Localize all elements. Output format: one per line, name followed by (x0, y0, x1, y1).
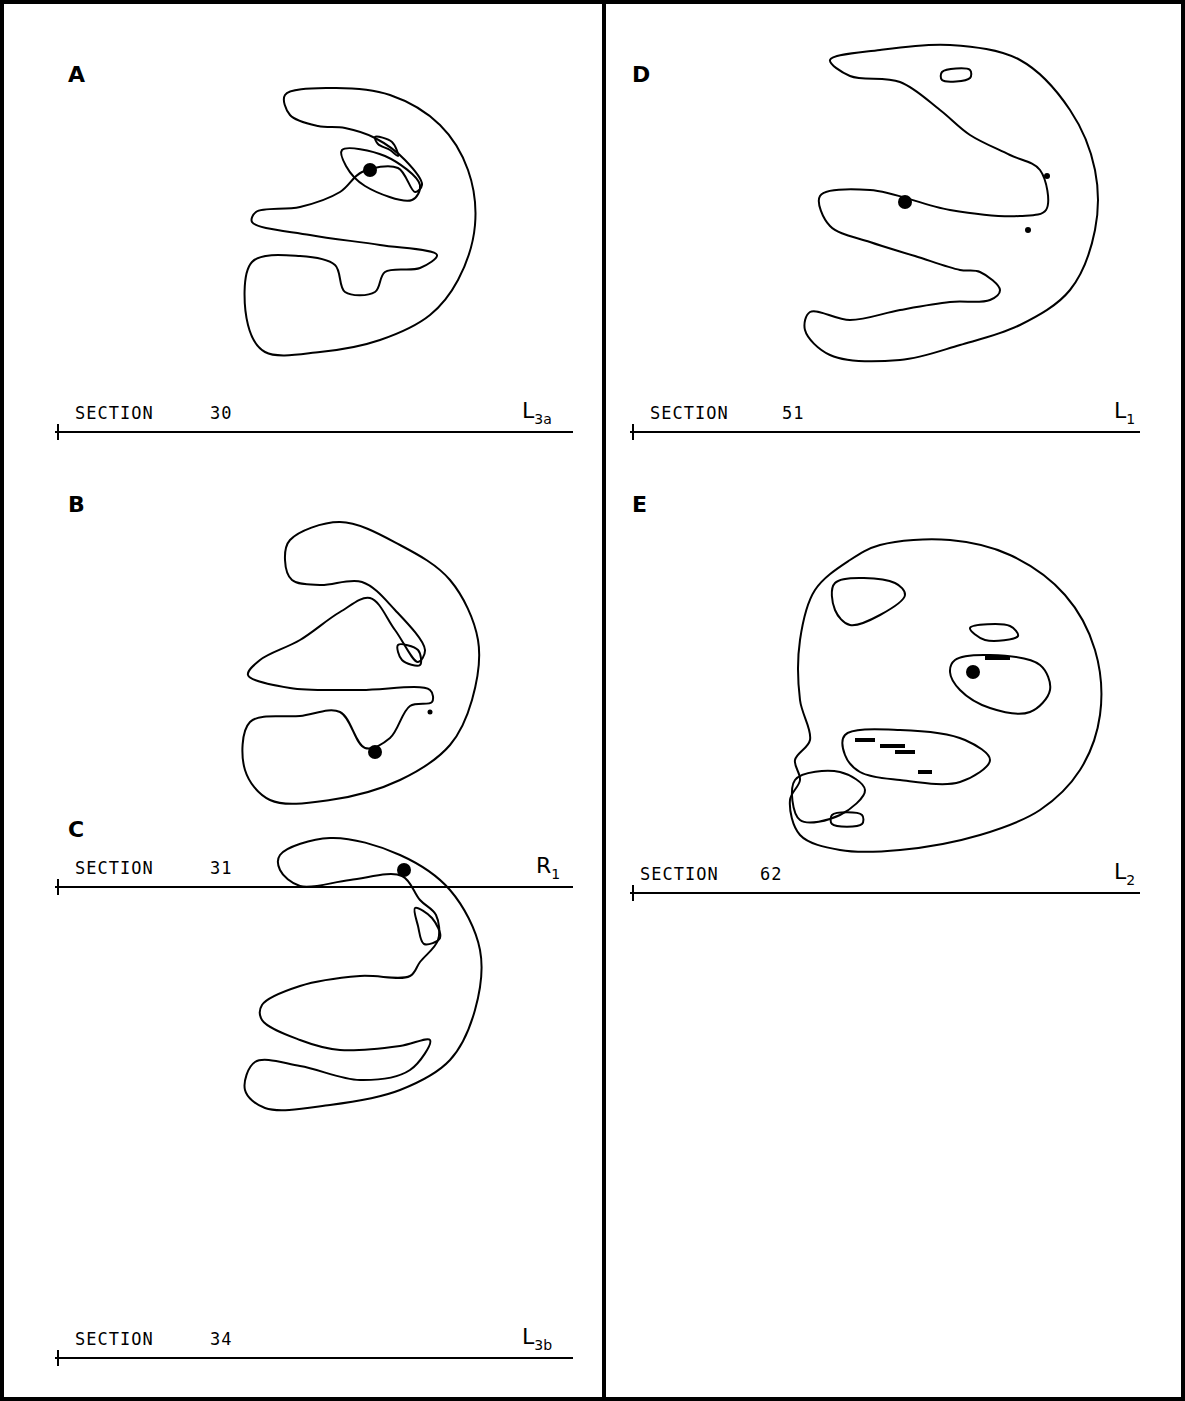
lesion-mark (985, 656, 1010, 660)
scale-line (630, 892, 1140, 894)
panel-letter-box: C (66, 817, 86, 842)
section-outline (341, 148, 420, 201)
section-outline (245, 838, 482, 1110)
panel-letter: A (66, 62, 87, 87)
section-outline (790, 539, 1101, 852)
section-number-box: 62 (758, 864, 784, 884)
site-label-box: L2 (1112, 859, 1137, 884)
section-word: SECTION (638, 864, 721, 884)
site-label: L3a (520, 398, 554, 423)
section-outline (843, 729, 990, 784)
divider (602, 2, 606, 1399)
site-label-box: L1 (1112, 398, 1137, 423)
section-word-box: SECTION (73, 1329, 156, 1349)
site-label-box: L3a (520, 398, 554, 423)
panel-letter: B (66, 492, 87, 517)
section-outline (941, 68, 972, 81)
scale-tick (632, 885, 634, 901)
section-outline (397, 644, 421, 665)
scale-tick (57, 879, 59, 895)
section-word: SECTION (73, 1329, 156, 1349)
section-outline (950, 655, 1050, 714)
site-label: L3b (520, 1324, 554, 1349)
scale-line (630, 431, 1140, 433)
section-number-box: 30 (208, 403, 234, 423)
panel-letter-box: B (66, 492, 87, 517)
electrode-site (428, 710, 433, 715)
panel-letter-box: D (630, 62, 652, 87)
scale-tick (57, 1350, 59, 1366)
panel-letter: E (630, 492, 649, 517)
section-number: 31 (208, 858, 234, 878)
site-label: L1 (1112, 398, 1137, 423)
section-word-box: SECTION (73, 858, 156, 878)
lesion-mark (895, 750, 915, 754)
section-word: SECTION (648, 403, 731, 423)
electrode-site (898, 195, 912, 209)
lesion-mark (918, 770, 932, 774)
section-word: SECTION (73, 858, 156, 878)
section-outline (831, 812, 864, 826)
scale-line (55, 431, 573, 433)
section-word-box: SECTION (638, 864, 721, 884)
panel-letter-box: E (630, 492, 649, 517)
panel-letter: D (630, 62, 652, 87)
section-outline (245, 88, 476, 355)
lesion-mark (855, 738, 875, 742)
electrode-site (368, 745, 382, 759)
section-number: 62 (758, 864, 784, 884)
section-outline (414, 908, 440, 945)
section-number: 30 (208, 403, 234, 423)
section-word-box: SECTION (73, 403, 156, 423)
section-outline (242, 522, 479, 804)
site-label: L2 (1112, 859, 1137, 884)
section-word: SECTION (73, 403, 156, 423)
section-number: 34 (208, 1329, 234, 1349)
section-outline (375, 137, 398, 156)
section-number-box: 31 (208, 858, 234, 878)
electrode-site (966, 665, 980, 679)
section-number-box: 34 (208, 1329, 234, 1349)
section-number: 51 (780, 403, 806, 423)
section-number-box: 51 (780, 403, 806, 423)
section-word-box: SECTION (648, 403, 731, 423)
section-outline (970, 624, 1018, 641)
electrode-site (397, 863, 411, 877)
electrode-site (1044, 173, 1050, 179)
section-outline (804, 45, 1097, 362)
electrode-site (1025, 227, 1031, 233)
lesion-mark (880, 744, 905, 748)
site-label-box: L3b (520, 1324, 554, 1349)
scale-tick (632, 424, 634, 440)
scale-tick (57, 424, 59, 440)
panel-letter-box: A (66, 62, 87, 87)
scale-line (55, 1357, 573, 1359)
site-label: R1 (534, 853, 562, 878)
section-outline (792, 771, 865, 823)
site-label-box: R1 (534, 853, 562, 878)
panel-letter: C (66, 817, 86, 842)
electrode-site (363, 163, 377, 177)
section-outline (832, 578, 905, 625)
